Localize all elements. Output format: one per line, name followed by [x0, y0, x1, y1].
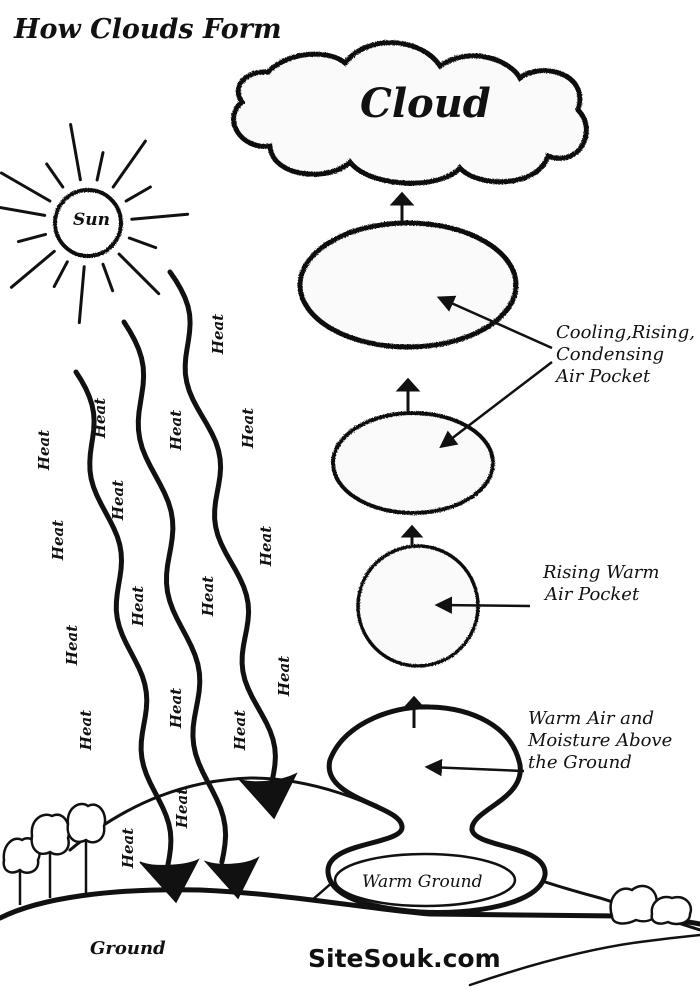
label-line: Air Pocket [556, 365, 651, 387]
cloud-outline [231, 40, 589, 186]
heat-label: Heat [49, 519, 67, 561]
cloud-label: Cloud [360, 80, 491, 127]
heat-label: Heat [173, 787, 191, 829]
rising-arrows [389, 191, 427, 728]
pointer-cooling [439, 361, 553, 449]
heat-label: Heat [231, 709, 249, 751]
heat-label: Heat [239, 407, 257, 449]
tree [66, 802, 107, 895]
site-credit: SiteSouk.com [308, 944, 501, 973]
lower-ground-line [468, 933, 700, 987]
pointer-rising [434, 596, 531, 614]
condensing-air-pocket [297, 220, 519, 350]
heat-label: Heat [167, 409, 185, 451]
cooling-pocket-label: Cooling,Rising, Condensing Air Pocket [556, 322, 695, 388]
warm-ground-label: Warm Ground [362, 872, 483, 892]
pointer-arrows [424, 295, 553, 777]
sun-disc [53, 188, 123, 258]
heat-label: Heat [199, 575, 217, 617]
sun-ray [124, 185, 152, 203]
heat-label: Heat [119, 827, 137, 869]
tree [2, 837, 41, 905]
trees-left [2, 802, 107, 905]
pointer-condensing [436, 295, 553, 350]
rising-pocket-label: Rising Warm Air Pocket [543, 562, 659, 606]
diagram-title: How Clouds Form [14, 14, 282, 45]
warm-ground-patch [333, 852, 517, 908]
bushes-right [609, 884, 693, 926]
heat-funnel [203, 856, 260, 900]
up-arrow [401, 695, 427, 728]
heat-label: Heat [275, 655, 293, 697]
cloud [231, 40, 589, 186]
sun-ray [117, 252, 161, 296]
heat-label: Heat [209, 313, 227, 355]
up-arrow [400, 524, 424, 546]
cooling-air-pocket [331, 411, 495, 515]
sun-ray [9, 249, 56, 289]
air-pockets [297, 220, 548, 915]
heat-label: Heat [35, 429, 53, 471]
heat-label: Heat [129, 585, 147, 627]
sun-ray [127, 236, 158, 250]
label-line: Moisture Above [528, 729, 673, 751]
heat-label: Heat [77, 709, 95, 751]
warm-air-label: Warm Air and Moisture Above the Ground [528, 708, 672, 774]
sun-ray [69, 123, 82, 182]
up-arrow [389, 191, 415, 222]
ground-label: Ground [90, 938, 166, 959]
pointer-warm-air [424, 758, 525, 777]
tree [30, 813, 71, 898]
heat-funnel [237, 772, 298, 820]
sun-ray [17, 232, 47, 244]
label-line: the Ground [528, 751, 632, 773]
label-line: Warm Air and [528, 708, 654, 729]
heat-label: Heat [167, 687, 185, 729]
label-line: Rising Warm [543, 562, 660, 583]
label-line: Cooling,Rising, [556, 322, 695, 343]
heat-funnel [139, 858, 200, 904]
sun-ray [101, 262, 115, 293]
heat-waves [73, 269, 278, 868]
heat-funnels [139, 772, 298, 904]
heat-label: Heat [109, 479, 127, 521]
heat-wave [121, 319, 229, 865]
sun-label: Sun [73, 210, 110, 230]
sun-ray [77, 265, 86, 325]
sun-ray [45, 162, 65, 189]
sun [0, 123, 190, 325]
heat-wave [167, 269, 278, 785]
heat-wave [73, 369, 174, 868]
sun-ray [52, 260, 69, 289]
heat-label: Heat [91, 397, 109, 439]
label-line: Air Pocket [545, 583, 640, 605]
sun-ray [130, 212, 190, 221]
heat-label: Heat [257, 525, 275, 567]
heat-label: Heat [63, 624, 81, 666]
sun-ray [95, 151, 105, 182]
label-line: Condensing [556, 343, 665, 365]
up-arrow [395, 377, 421, 412]
sun-ray [0, 171, 52, 203]
sun-ray [0, 205, 47, 217]
sun-ray [111, 139, 147, 189]
sun-rays [0, 123, 190, 325]
